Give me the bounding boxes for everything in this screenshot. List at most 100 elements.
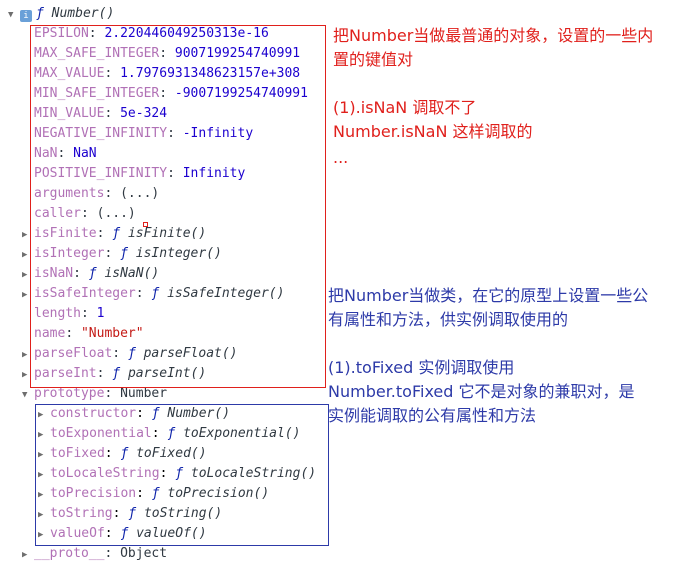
object-name: Number(): [51, 6, 115, 21]
collapse-triangle-icon[interactable]: ▼: [22, 390, 28, 400]
prototype-row[interactable]: ▼prototype: Number: [22, 384, 167, 404]
prototype-method-row[interactable]: ▶toPrecision: ƒ toPrecision(): [38, 484, 269, 504]
property-row[interactable]: ▶isFinite: ƒ isFinite(): [22, 224, 206, 244]
expand-triangle-icon[interactable]: ▶: [38, 450, 44, 460]
collapse-triangle-icon[interactable]: ▼: [8, 10, 14, 20]
expand-triangle-icon[interactable]: ▶: [38, 430, 44, 440]
method-key: toString: [50, 506, 113, 521]
method-value: toPrecision(): [167, 486, 270, 501]
property-value: NaN: [73, 146, 97, 161]
property-row[interactable]: ▶isSafeInteger: ƒ isSafeInteger(): [22, 284, 284, 304]
prototype-method-row[interactable]: ▶toLocaleString: ƒ toLocaleString(): [38, 464, 316, 484]
function-keyword: ƒ: [120, 246, 128, 261]
property-value: "Number": [80, 326, 144, 341]
red-note-line-5: ...: [333, 148, 349, 167]
prototype-method-row[interactable]: ▶toString: ƒ toString(): [38, 504, 222, 524]
property-row[interactable]: ▶isInteger: ƒ isInteger(): [22, 244, 222, 264]
separator: :: [167, 126, 183, 141]
function-keyword: ƒ: [151, 286, 160, 301]
expand-triangle-icon[interactable]: ▶: [38, 530, 44, 540]
function-keyword: ƒ: [36, 6, 44, 21]
separator: :: [80, 306, 97, 321]
property-row: MAX_SAFE_INTEGER: 9007199254740991: [22, 44, 300, 64]
proto-row[interactable]: ▶__proto__: Object: [22, 544, 167, 564]
separator: :: [104, 246, 121, 261]
property-key: isSafeInteger: [34, 286, 136, 301]
property-key: caller: [34, 206, 81, 221]
property-row: EPSILON: 2.220446049250313e-16: [22, 24, 269, 44]
red-note-line-3: (1).isNaN 调取不了: [333, 98, 477, 117]
prototype-method-row[interactable]: ▶toExponential: ƒ toExponential(): [38, 424, 300, 444]
separator: :: [159, 46, 175, 61]
separator: :: [57, 146, 74, 161]
cursor-marker: [143, 222, 148, 227]
property-row[interactable]: ▶isNaN: ƒ isNaN(): [22, 264, 159, 284]
property-row: MIN_SAFE_INTEGER: -9007199254740991: [22, 84, 308, 104]
blue-note-line-4: Number.toFixed 它不是对象的兼职对，是: [328, 382, 635, 401]
property-value: parseInt(): [127, 366, 207, 381]
property-key: length: [34, 306, 81, 321]
expand-triangle-icon[interactable]: ▶: [22, 550, 28, 560]
property-row: MIN_VALUE: 5e-324: [22, 104, 167, 124]
property-key: isFinite: [34, 226, 97, 241]
expand-triangle-icon[interactable]: ▶: [22, 370, 28, 380]
separator: :: [159, 86, 175, 101]
property-value: 5e-324: [120, 106, 168, 121]
function-keyword: ƒ: [151, 486, 160, 501]
prototype-method-row[interactable]: ▶toFixed: ƒ toFixed(): [38, 444, 207, 464]
expand-triangle-icon[interactable]: ▶: [22, 250, 28, 260]
expand-triangle-icon[interactable]: ▶: [22, 270, 28, 280]
red-note-line-1: 把Number当做最普通的对象，设置的一些内: [333, 26, 654, 45]
info-icon: i: [20, 10, 32, 22]
separator: :: [80, 206, 97, 221]
property-key: parseFloat: [34, 346, 113, 361]
separator: :: [65, 326, 81, 341]
expand-triangle-icon[interactable]: ▶: [38, 510, 44, 520]
method-key: constructor: [50, 406, 137, 421]
method-key: toLocaleString: [50, 466, 160, 481]
property-row: MAX_VALUE: 1.7976931348623157e+308: [22, 64, 300, 84]
property-value: 9007199254740991: [174, 46, 301, 61]
expand-triangle-icon[interactable]: ▶: [22, 230, 28, 240]
property-row: POSITIVE_INFINITY: Infinity: [22, 164, 245, 184]
expand-triangle-icon[interactable]: ▶: [38, 470, 44, 480]
property-row: NEGATIVE_INFINITY: -Infinity: [22, 124, 253, 144]
separator: :: [88, 26, 105, 41]
property-row: NaN: NaN: [22, 144, 97, 164]
expand-triangle-icon[interactable]: ▶: [38, 490, 44, 500]
expand-triangle-icon[interactable]: ▶: [22, 350, 28, 360]
property-row[interactable]: ▶parseFloat: ƒ parseFloat(): [22, 344, 238, 364]
method-value: valueOf(): [136, 526, 207, 541]
property-key: isNaN: [34, 266, 74, 281]
property-value: 2.220446049250313e-16: [104, 26, 269, 41]
function-keyword: ƒ: [112, 366, 121, 381]
property-value: isSafeInteger(): [167, 286, 285, 301]
property-value: isInteger(): [135, 246, 222, 261]
function-keyword: ƒ: [88, 266, 97, 281]
property-value: isNaN(): [104, 266, 160, 281]
separator: :: [96, 226, 113, 241]
prototype-method-row[interactable]: ▶valueOf: ƒ valueOf(): [38, 524, 207, 544]
function-keyword: ƒ: [151, 406, 160, 421]
method-value: Number(): [167, 406, 231, 421]
property-row[interactable]: ▶parseInt: ƒ parseInt(): [22, 364, 206, 384]
property-key: name: [34, 326, 66, 341]
function-keyword: ƒ: [128, 506, 137, 521]
method-value: toLocaleString(): [190, 466, 317, 481]
expand-triangle-icon[interactable]: ▶: [38, 410, 44, 420]
property-value: -Infinity: [182, 126, 254, 141]
prototype-key: prototype: [34, 386, 105, 401]
red-annotation-box: [30, 25, 326, 388]
property-key: NEGATIVE_INFINITY: [34, 126, 168, 141]
method-key: valueOf: [50, 526, 105, 541]
expand-triangle-icon[interactable]: ▶: [22, 290, 28, 300]
property-row: length: 1: [22, 304, 104, 324]
property-row: name: "Number": [22, 324, 144, 344]
function-keyword: ƒ: [127, 346, 136, 361]
property-key: MIN_SAFE_INTEGER: [34, 86, 160, 101]
method-value: toFixed(): [136, 446, 207, 461]
separator: :: [104, 106, 121, 121]
property-value: parseFloat(): [143, 346, 238, 361]
prototype-method-row[interactable]: ▶constructor: ƒ Number(): [38, 404, 230, 424]
